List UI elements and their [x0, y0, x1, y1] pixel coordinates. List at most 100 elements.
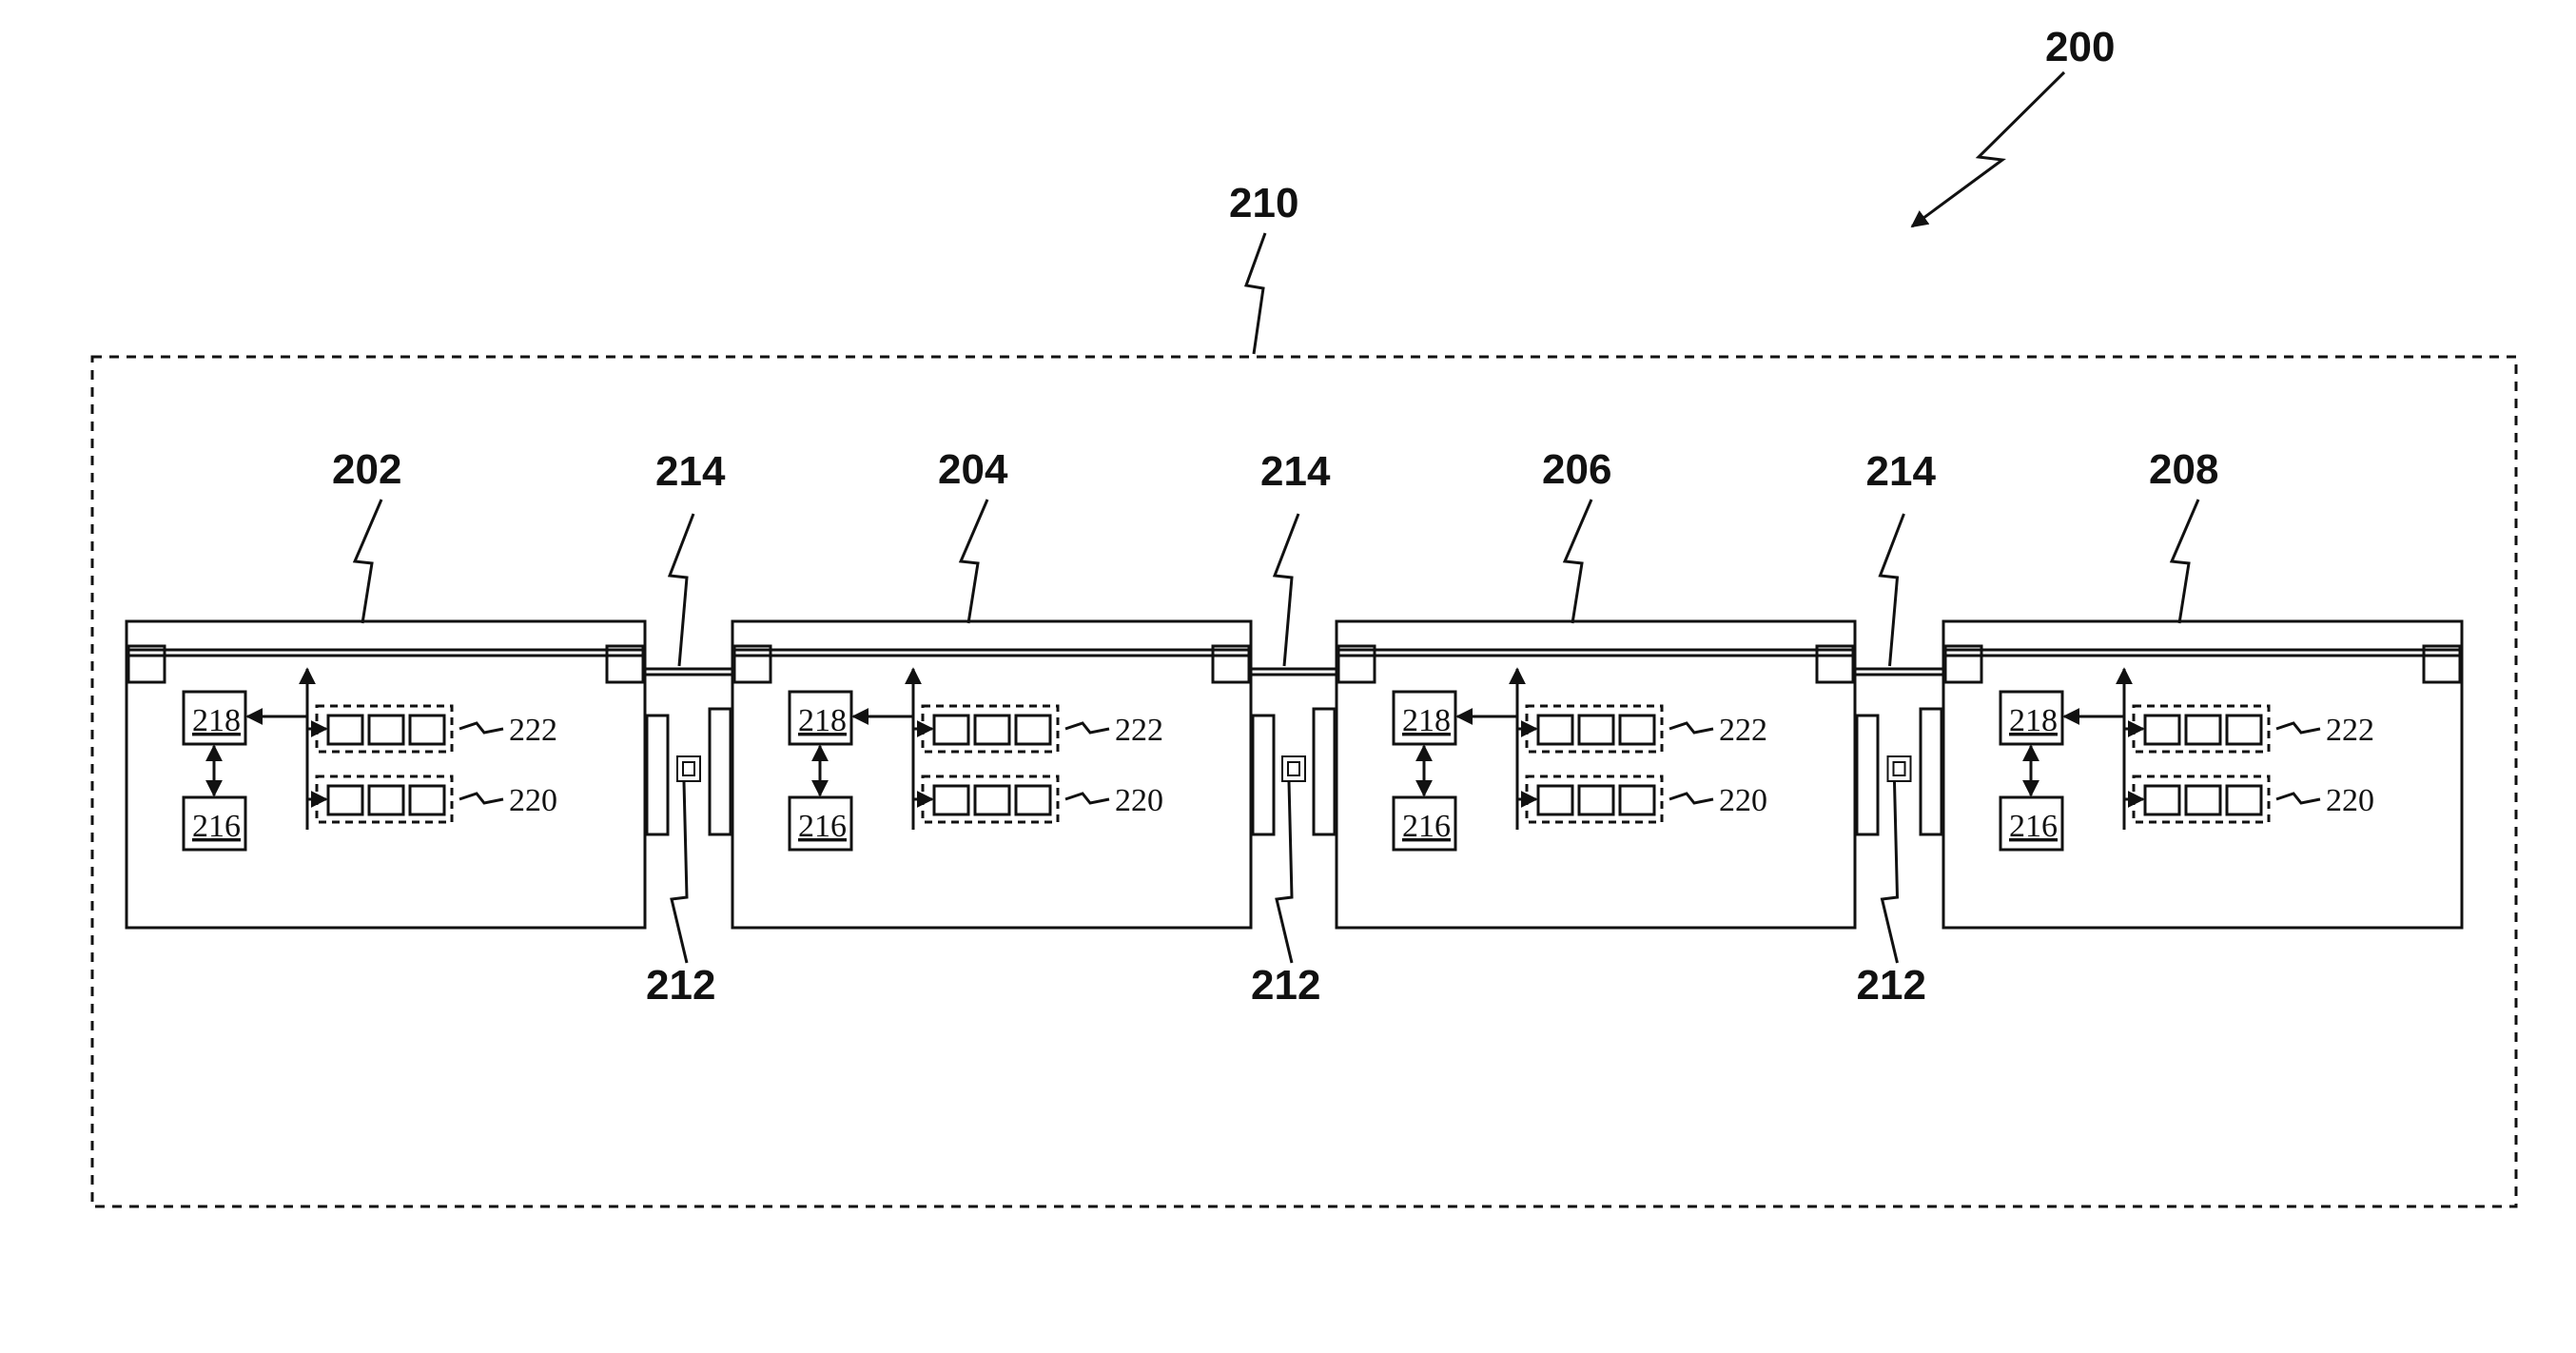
module-box — [732, 621, 1251, 928]
cell-group-bottom: 220 — [1517, 776, 1767, 822]
connector-chip — [677, 756, 700, 781]
module-leader — [355, 500, 381, 623]
cell-group-top: 222 — [2124, 706, 2374, 752]
cell-square — [2145, 716, 2179, 744]
connector-plate-right — [1921, 709, 1942, 834]
connector-leader — [1277, 782, 1292, 963]
cell-square — [934, 786, 968, 814]
connector-plate-right — [710, 709, 731, 834]
rail-leader — [1881, 514, 1904, 666]
corner-square-right — [607, 646, 643, 682]
link-1: 214 212 — [645, 448, 732, 1009]
corner-square-left — [734, 646, 771, 682]
module-label: 208 — [2149, 446, 2218, 493]
cell-square — [2227, 716, 2261, 744]
cell-group-label: 222 — [2326, 713, 2374, 748]
module-box — [1337, 621, 1855, 928]
system-label: 200 — [2045, 24, 2115, 70]
cell-group-label: 220 — [2326, 783, 2374, 818]
connector-label: 212 — [646, 962, 715, 1009]
cell-group-leader — [2276, 794, 2320, 803]
cell-square — [1016, 716, 1050, 744]
cell-group-label: 220 — [1115, 783, 1163, 818]
corner-square-left — [128, 646, 165, 682]
cell-group-label: 222 — [1115, 713, 1163, 748]
link-2: 214 212 — [1251, 448, 1337, 1009]
cell-square — [975, 716, 1009, 744]
connector-chip-inner — [1288, 762, 1299, 775]
cell-group-leader — [459, 723, 503, 733]
cell-group-bottom: 220 — [913, 776, 1163, 822]
outer-boundary-210: 210 — [92, 180, 2516, 1206]
box-upper-label: 218 — [192, 703, 241, 738]
connector-plate-left — [1253, 716, 1274, 834]
connector-plate-left — [1857, 716, 1878, 834]
connector-leader — [672, 782, 687, 963]
module-label: 204 — [938, 446, 1008, 493]
cell-square — [2186, 716, 2220, 744]
connector-leader — [1883, 782, 1898, 963]
cell-square — [934, 716, 968, 744]
rail-label: 214 — [1260, 448, 1331, 495]
system-200: 200 — [1912, 24, 2115, 226]
connector-chip — [1888, 756, 1911, 781]
modules-layer: 2022182162222202042182162222202062182162… — [127, 446, 2462, 928]
corner-square-right — [2424, 646, 2460, 682]
cell-square — [1579, 786, 1613, 814]
cell-group-leader — [1669, 723, 1713, 733]
connector-chip-inner — [683, 762, 694, 775]
cell-group-top: 222 — [1517, 706, 1767, 752]
cell-group-bottom: 220 — [2124, 776, 2374, 822]
cell-square — [1016, 786, 1050, 814]
rail-leader — [1275, 514, 1298, 666]
cell-square — [369, 786, 403, 814]
cell-group-bottom: 220 — [307, 776, 557, 822]
cell-group-label: 222 — [509, 713, 557, 748]
cell-group-leader — [1065, 723, 1109, 733]
corner-square-right — [1213, 646, 1249, 682]
box-lower-label: 216 — [1402, 809, 1451, 844]
cell-square — [369, 716, 403, 744]
box-upper-label: 218 — [798, 703, 847, 738]
cell-group-top: 222 — [913, 706, 1163, 752]
cell-square — [1538, 786, 1572, 814]
cell-square — [2227, 786, 2261, 814]
cell-square — [1579, 716, 1613, 744]
cell-group-leader — [1669, 794, 1713, 803]
module-box — [127, 621, 645, 928]
cell-square — [410, 716, 444, 744]
cell-group-label: 222 — [1719, 713, 1767, 748]
box-lower-label: 216 — [192, 809, 241, 844]
cell-square — [2186, 786, 2220, 814]
box-lower-label: 216 — [2009, 809, 2058, 844]
cell-square — [1538, 716, 1572, 744]
rail-label: 214 — [655, 448, 726, 495]
module-204: 204218216222220 — [732, 446, 1251, 928]
box-upper-label: 218 — [1402, 703, 1451, 738]
connector-chip-inner — [1894, 762, 1905, 775]
cell-group-label: 220 — [1719, 783, 1767, 818]
cell-group-leader — [2276, 723, 2320, 733]
module-leader — [961, 500, 987, 623]
module-208: 208 218 216 222 220 — [1943, 446, 2462, 928]
box-upper-label: 218 — [2009, 703, 2058, 738]
cell-square — [975, 786, 1009, 814]
corner-square-right — [1817, 646, 1853, 682]
module-label: 206 — [1542, 446, 1611, 493]
corner-square-left — [1945, 646, 1981, 682]
cell-group-label: 220 — [509, 783, 557, 818]
cell-group-top: 222 — [307, 706, 557, 752]
cell-square — [2145, 786, 2179, 814]
cell-square — [1620, 716, 1654, 744]
cell-square — [410, 786, 444, 814]
connector-plate-right — [1314, 709, 1335, 834]
module-leader — [2172, 500, 2198, 623]
rail-leader — [670, 514, 693, 666]
corner-square-left — [1338, 646, 1375, 682]
cell-group-leader — [459, 794, 503, 803]
cell-square — [328, 716, 362, 744]
connector-label: 212 — [1857, 962, 1926, 1009]
rail-label: 214 — [1866, 448, 1937, 495]
link-3: 214 212 — [1855, 448, 1943, 1009]
connector-label: 212 — [1251, 962, 1320, 1009]
